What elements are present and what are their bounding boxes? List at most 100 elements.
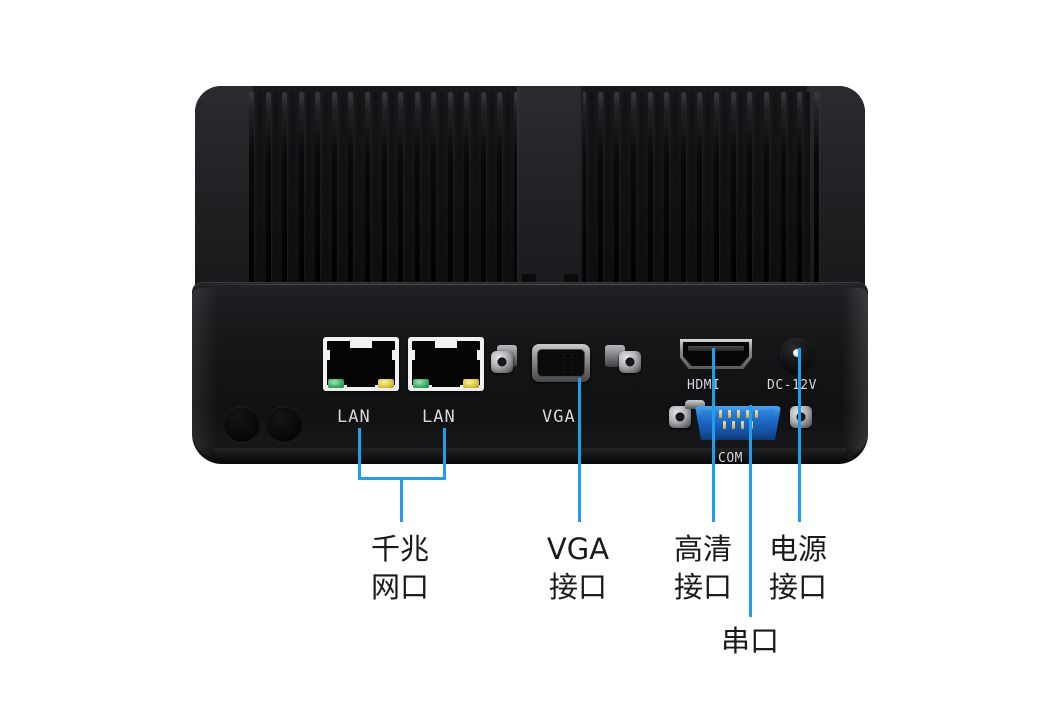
heatsink-fin	[282, 92, 288, 298]
heatsink-fin-gap	[672, 92, 677, 298]
lan2-ledpad-left	[410, 385, 432, 391]
vga-pin	[573, 354, 577, 358]
heatsink-fin	[730, 92, 736, 298]
heatsink-fin	[680, 92, 686, 298]
heatsink-left-pad	[195, 86, 253, 298]
callout-power-line1: 电源	[768, 532, 827, 566]
vga-pin	[559, 368, 563, 372]
heatsink-fin-gap	[324, 92, 329, 298]
lan1-notch-left	[323, 350, 330, 360]
callout-power: 电源 接口	[750, 530, 846, 606]
vga-pin	[573, 368, 577, 372]
vga-pin-row-2	[545, 361, 577, 365]
lan2-notch-right	[477, 350, 484, 360]
callout-vga-line2: 接口	[548, 570, 607, 604]
hdmi-silk-label: HDMI	[687, 378, 721, 393]
leader-lan-drop	[400, 477, 403, 522]
vga-port[interactable]	[532, 344, 590, 382]
com-silk-label: COM	[718, 451, 743, 466]
heatsink-fin	[480, 92, 486, 298]
com-screw-left[interactable]	[669, 406, 691, 428]
antenna-hole-1	[224, 406, 260, 442]
lan2-link-led	[413, 379, 429, 388]
heatsink-fins-left	[249, 92, 519, 298]
callout-com: 串口	[702, 622, 798, 660]
heatsink-fin	[597, 92, 603, 298]
heatsink-fin	[381, 92, 387, 298]
heatsink-fin-gap	[589, 92, 594, 298]
heatsink-fin	[664, 92, 670, 298]
vga-pin	[552, 368, 556, 372]
chassis-left-edge	[192, 288, 218, 458]
vga-pin	[552, 354, 556, 358]
heatsink-fin-gap	[290, 92, 295, 298]
heatsink-fin	[414, 92, 420, 298]
dc-power-jack[interactable]	[780, 338, 814, 372]
leader-power	[798, 348, 801, 522]
lan-port-2[interactable]	[408, 337, 484, 391]
heatsink-fin-gap	[656, 92, 661, 298]
heatsink-fin	[265, 92, 271, 298]
callout-power-line2: 接口	[768, 570, 827, 604]
heatsink-fin-gap	[423, 92, 428, 298]
heatsink-fin-gap	[689, 92, 694, 298]
heatsink-fin	[431, 92, 437, 298]
vga-screw-right[interactable]	[619, 351, 641, 373]
com-port[interactable]	[695, 406, 781, 440]
vga-pin	[545, 368, 549, 372]
heatsink-fin	[813, 92, 819, 298]
com-shell-top	[685, 400, 705, 409]
heatsink-fin-gap	[473, 92, 478, 298]
heatsink-fin-gap	[722, 92, 727, 298]
vga-pin	[559, 361, 563, 365]
heatsink-fin	[780, 92, 786, 298]
vga-pin	[545, 354, 549, 358]
heatsink-fin	[763, 92, 769, 298]
mini-pc-device: LAN LAN	[192, 86, 868, 466]
callout-vga-line1: VGA	[546, 532, 610, 566]
lan1-ledpad-left	[325, 385, 347, 391]
lan2-silk-label: LAN	[422, 407, 456, 427]
chassis-right-edge	[842, 288, 868, 458]
heatsink-fin-gap	[357, 92, 362, 298]
chassis-top-highlight	[200, 284, 860, 285]
vga-pin	[545, 361, 549, 365]
callout-lan: 千兆 网口	[340, 530, 460, 606]
hdmi-port[interactable]	[680, 339, 752, 369]
heatsink-fin-gap	[406, 92, 411, 298]
heatsink-fin-gap	[756, 92, 761, 298]
vga-pin	[566, 368, 570, 372]
heatsink-fin	[315, 92, 321, 298]
com-pin-row-top	[695, 410, 781, 418]
vga-pin	[559, 354, 563, 358]
heatsink-fin	[647, 92, 653, 298]
com-pin	[741, 421, 744, 429]
lan2-notch-left	[408, 350, 415, 360]
vga-pin-row-1	[545, 354, 577, 358]
lan1-notch-right	[392, 350, 399, 360]
callout-vga: VGA 接口	[518, 530, 638, 606]
heatsink-fin-gap	[456, 92, 461, 298]
lan1-tab-slot	[350, 337, 372, 348]
callout-hdmi-line2: 接口	[673, 570, 732, 604]
callout-hdmi: 高清 接口	[655, 530, 751, 606]
heatsink-fin	[714, 92, 719, 298]
heatsink-fin	[747, 92, 753, 298]
lan1-activity-led	[378, 379, 394, 388]
lan-port-1[interactable]	[323, 337, 399, 391]
lan2-tab-slot	[435, 337, 457, 348]
lan1-link-led	[328, 379, 344, 388]
heatsink-fin	[348, 92, 354, 298]
heatsink-fin	[514, 92, 519, 298]
heatsink-fin	[630, 92, 636, 298]
heatsink-fin	[464, 92, 470, 298]
heatsink-fin-gap	[373, 92, 378, 298]
com-pin	[723, 421, 726, 429]
com-screw-right[interactable]	[790, 406, 812, 428]
vga-screw-left[interactable]	[491, 351, 513, 373]
heatsink-fin-gap	[439, 92, 444, 298]
lan1-ledpad-right	[375, 385, 397, 391]
com-pin	[745, 410, 749, 418]
heatsink-fin-gap	[340, 92, 345, 298]
heatsink-fin	[364, 92, 370, 298]
